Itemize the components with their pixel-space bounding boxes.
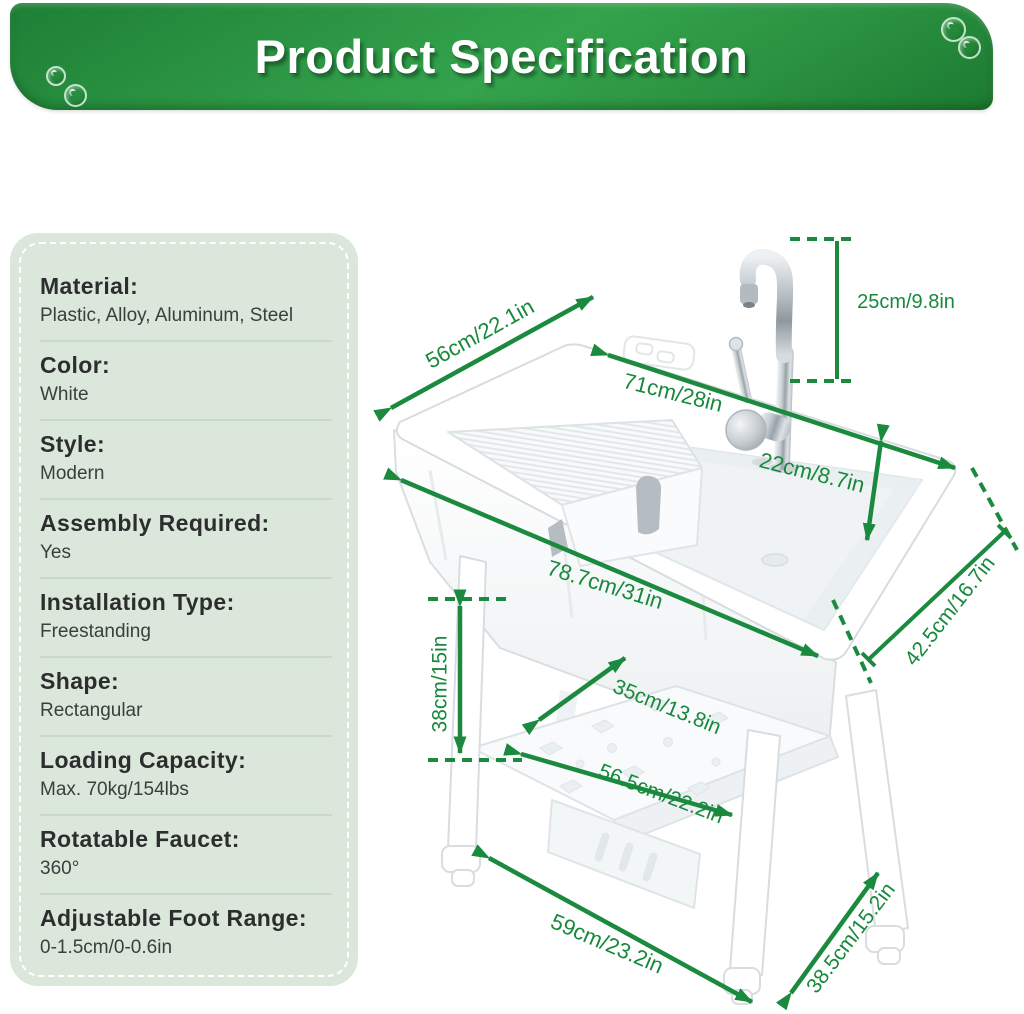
header-banner: Product Specification bbox=[10, 3, 993, 110]
spec-panel: Material: Plastic, Alloy, Aluminum, Stee… bbox=[10, 233, 358, 986]
adjustable-foot bbox=[441, 845, 481, 873]
dim-arrow-71cm bbox=[590, 343, 957, 471]
dim-arrow-25cm bbox=[790, 237, 858, 383]
spec-row-faucet: Rotatable Faucet: 360° bbox=[40, 816, 332, 895]
spec-label: Material: bbox=[40, 273, 139, 299]
dim-arrow-22cm bbox=[862, 423, 890, 542]
spec-row-loading: Loading Capacity: Max. 70kg/154lbs bbox=[40, 737, 332, 816]
page-title: Product Specification bbox=[254, 30, 749, 83]
spec-row-style: Style: Modern bbox=[40, 421, 332, 500]
bubble-icon bbox=[46, 66, 66, 86]
spec-value: White bbox=[40, 384, 89, 405]
bubble-icon bbox=[64, 84, 87, 107]
spec-label: Loading Capacity: bbox=[40, 747, 247, 773]
spec-label: Adjustable Foot Range: bbox=[40, 905, 307, 931]
spec-label: Color: bbox=[40, 352, 111, 378]
spec-row-assembly: Assembly Required: Yes bbox=[40, 500, 332, 579]
spec-label: Style: bbox=[40, 431, 106, 457]
bubble-icon bbox=[958, 36, 981, 59]
spec-value: 0-1.5cm/0-0.6in bbox=[40, 937, 173, 958]
dim-arrow-38cm bbox=[428, 589, 522, 762]
dim-arrow-38-5cm bbox=[775, 871, 880, 1011]
spec-value: Yes bbox=[40, 542, 71, 563]
spec-row-material: Material: Plastic, Alloy, Aluminum, Stee… bbox=[40, 263, 332, 342]
spec-value: 360° bbox=[40, 858, 80, 879]
spec-label: Installation Type: bbox=[40, 589, 235, 615]
dim-arrow-56-5cm bbox=[503, 743, 734, 818]
dimension-label-faucet-height: 25cm/9.8in bbox=[857, 291, 955, 313]
spec-row-color: Color: White bbox=[40, 342, 332, 421]
spec-value: Plastic, Alloy, Aluminum, Steel bbox=[40, 305, 294, 326]
dim-arrow-59cm bbox=[471, 844, 754, 1004]
dim-arrow-42-5cm bbox=[831, 467, 1019, 684]
faucet bbox=[725, 248, 799, 473]
bubble-icon bbox=[941, 17, 966, 42]
spec-row-foot-range: Adjustable Foot Range: 0-1.5cm/0-0.6in bbox=[40, 895, 332, 972]
spec-label: Assembly Required: bbox=[40, 510, 270, 536]
dim-arrow-35cm bbox=[521, 656, 627, 736]
spec-value: Rectangular bbox=[40, 700, 143, 721]
drain-hole bbox=[761, 553, 789, 567]
spec-label: Rotatable Faucet: bbox=[40, 826, 240, 852]
spec-row-shape: Shape: Rectangular bbox=[40, 658, 332, 737]
spec-value: Modern bbox=[40, 463, 105, 484]
dimension-label-leg-height: 38cm/15in bbox=[428, 635, 452, 733]
spec-label: Shape: bbox=[40, 668, 120, 694]
spec-row-installation: Installation Type: Freestanding bbox=[40, 579, 332, 658]
spec-value: Freestanding bbox=[40, 621, 151, 642]
faucet-spout bbox=[740, 284, 758, 304]
spec-value: Max. 70kg/154lbs bbox=[40, 779, 189, 800]
dim-arrow-78-7cm bbox=[383, 467, 820, 659]
dim-arrow-56cm bbox=[373, 295, 595, 422]
